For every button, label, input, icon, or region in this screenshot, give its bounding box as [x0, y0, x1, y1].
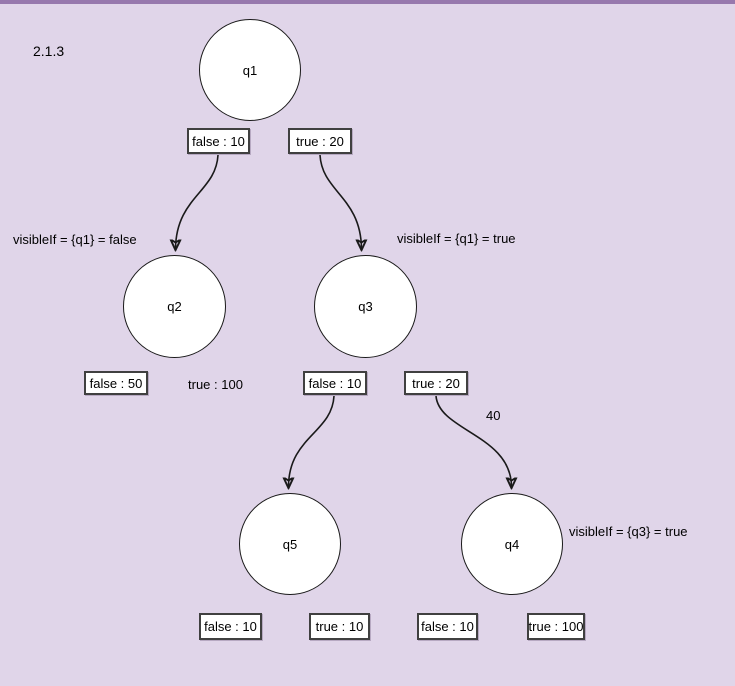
- node-q1[interactable]: q1: [199, 19, 301, 121]
- value-box-q4-false[interactable]: false : 10: [417, 613, 478, 640]
- node-q4[interactable]: q4: [461, 493, 563, 595]
- edge-q3-true-to-q4[interactable]: [435, 395, 512, 487]
- value-box-q3-false[interactable]: false : 10: [303, 371, 367, 395]
- version-label: 2.1.3: [33, 43, 65, 59]
- edge-q3-false-to-q5[interactable]: [289, 395, 335, 487]
- node-q2[interactable]: q2: [123, 255, 226, 358]
- value-box-q2-false[interactable]: false : 50: [84, 371, 148, 395]
- value-box-q5-true[interactable]: true : 10: [309, 613, 370, 640]
- annotation-visibleif-q4: visibleIf = {q3} = true: [569, 524, 688, 539]
- annotation-edge-weight-40: 40: [486, 408, 501, 423]
- value-box-q3-true[interactable]: true : 20: [404, 371, 468, 395]
- node-q5[interactable]: q5: [239, 493, 341, 595]
- value-box-q5-false[interactable]: false : 10: [199, 613, 262, 640]
- value-box-q1-true[interactable]: true : 20: [288, 128, 352, 154]
- value-box-q4-true[interactable]: true : 100: [527, 613, 585, 640]
- window-top-strip: [0, 0, 735, 4]
- edge-q1-true-to-q3[interactable]: [319, 154, 362, 249]
- node-q3[interactable]: q3: [314, 255, 417, 358]
- annotation-visibleif-q3: visibleIf = {q1} = true: [397, 231, 516, 246]
- value-box-q1-false[interactable]: false : 10: [187, 128, 250, 154]
- edge-q1-false-to-q2[interactable]: [176, 154, 219, 249]
- value-label-q2-true[interactable]: true : 100: [188, 377, 243, 392]
- annotation-visibleif-q2: visibleIf = {q1} = false: [13, 232, 137, 247]
